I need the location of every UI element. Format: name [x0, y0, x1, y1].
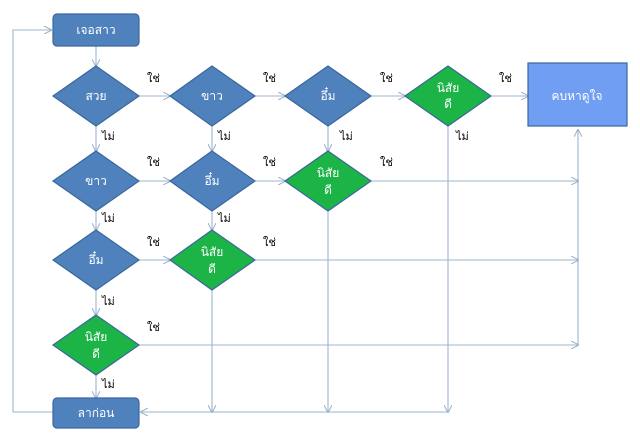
yes-label-r2c3: ใช่	[380, 156, 393, 169]
decision-fair-skin-1	[168, 65, 257, 127]
goal-label: คบหาดูใจ	[552, 89, 603, 104]
decision-good-character-3-label-1: นิสัย	[201, 245, 224, 259]
decision-good-character-2-label-1: นิสัย	[317, 166, 340, 180]
no-label-r2c1: ไม่	[101, 212, 115, 225]
decision-fair-skin-1-label: ขาว	[201, 89, 223, 103]
yes-label-r1c1: ใช่	[147, 72, 160, 85]
yes-label-r1c3: ใช่	[380, 72, 393, 85]
decision-beautiful-label: สวย	[85, 89, 106, 103]
goal-box	[527, 62, 628, 127]
no-label-r4c1: ไม่	[101, 378, 115, 391]
decision-curvy-1-label: อึ๋ม	[320, 86, 335, 103]
yes-label-r3c1: ใช่	[147, 236, 160, 249]
decision-good-character-4	[51, 314, 141, 376]
yes-label-r1c4: ใช่	[499, 72, 512, 85]
decision-good-character-4-label-2: ดี	[92, 347, 100, 361]
decision-fair-skin-2	[51, 150, 141, 212]
end-label: ลาก่อน	[78, 406, 115, 420]
start-label: เจอสาว	[76, 23, 115, 37]
yes-label-r1c2: ใช่	[263, 72, 276, 85]
decision-curvy-3	[51, 229, 141, 291]
edge-loop-end-to-start	[12, 30, 53, 413]
edges	[12, 30, 578, 413]
no-label-r1c1: ไม่	[101, 130, 115, 143]
decision-good-character-3	[168, 229, 257, 291]
no-label-r3c1: ไม่	[101, 295, 115, 308]
yes-label-r2c1: ใช่	[147, 156, 160, 169]
decision-good-character-1-label-1: นิสัย	[437, 81, 460, 95]
decision-curvy-3-label: อึ๋ม	[88, 250, 103, 267]
no-label-r1c3: ไม่	[339, 130, 353, 143]
decision-good-character-3-label-2: ดี	[208, 262, 216, 276]
no-label-r1c4: ไม่	[455, 130, 469, 143]
decision-good-character-4-label-1: นิสัย	[85, 330, 108, 344]
edge-labels: ใช่ ใช่ ใช่ ใช่ ใช่ ใช่ ใช่ ใช่ ใช่ ใช่ …	[101, 72, 512, 391]
decision-curvy-2-label: อึ๋ม	[204, 171, 219, 188]
nodes: เจอสาว สวย ขาว อึ๋ม นิสัย ดี คบหาดูใจ ขา…	[51, 13, 628, 429]
end-box	[52, 397, 140, 429]
decision-good-character-2-label-2: ดี	[324, 183, 332, 197]
no-label-r1c2: ไม่	[217, 130, 231, 143]
yes-label-r3c2: ใช่	[263, 236, 276, 249]
decision-fair-skin-2-label: ขาว	[85, 174, 107, 188]
start-box	[52, 13, 140, 47]
no-label-r2c2: ไม่	[217, 212, 231, 225]
decision-curvy-1	[283, 65, 373, 127]
decision-good-character-1	[403, 65, 493, 127]
yes-label-r2c2: ใช่	[263, 156, 276, 169]
decision-good-character-1-label-2: ดี	[444, 97, 452, 111]
decision-beautiful	[51, 65, 141, 127]
decision-curvy-2	[168, 150, 257, 212]
decision-good-character-2	[283, 150, 373, 212]
yes-label-r4c1: ใช่	[147, 321, 160, 334]
